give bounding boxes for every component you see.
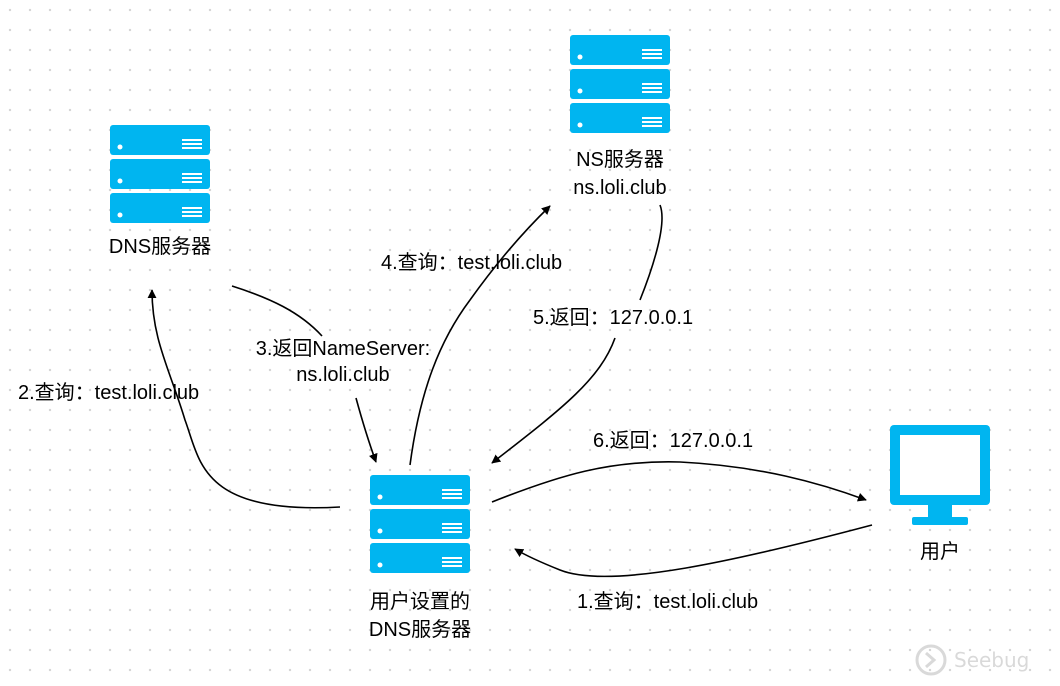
ns-server-icon (570, 35, 670, 133)
dns-server-icon (110, 125, 210, 223)
ns-server-name: NS服务器 (576, 149, 664, 171)
arrow-step-1 (514, 524, 873, 578)
arrow-step-3a (231, 285, 323, 337)
user-dns-line2: DNS服务器 (368, 619, 472, 641)
step-3-line2: ns.loli.club (296, 364, 390, 386)
dns-server-label: DNS服务器 (108, 236, 212, 258)
user-dns-server-label: 用户设置的 DNS服务器 (340, 588, 500, 644)
step-4-label: 4.查询：test.loli.club (381, 252, 563, 274)
arrow-step-2 (147, 289, 341, 509)
arrow-step-4 (409, 205, 551, 466)
step-1-label: 1.查询：test.loli.club (577, 591, 759, 613)
user-monitor-icon (890, 425, 990, 525)
arrow-step-6 (491, 461, 867, 503)
watermark: Seebug (914, 640, 1054, 680)
ns-server-domain: ns.loli.club (573, 177, 667, 199)
step-5-label: 5.返回：127.0.0.1 (533, 307, 694, 329)
seebug-logo-icon (915, 644, 947, 676)
user-dns-server-icon (370, 475, 470, 573)
step-3-label: 3.返回NameServer: ns.loli.club (228, 336, 458, 388)
user-label: 用户 (920, 541, 960, 563)
watermark-text: Seebug (954, 648, 1030, 672)
user-dns-line1: 用户设置的 (370, 591, 470, 613)
step-2-label: 2.查询：test.loli.club (18, 382, 200, 404)
step-6-label: 6.返回：127.0.0.1 (593, 430, 754, 452)
ns-server-label: NS服务器 ns.loli.club (540, 146, 700, 202)
arrow-step-5 (492, 204, 663, 463)
step-3-line1: 3.返回NameServer: (255, 338, 431, 360)
arrow-step-3b (355, 397, 378, 463)
